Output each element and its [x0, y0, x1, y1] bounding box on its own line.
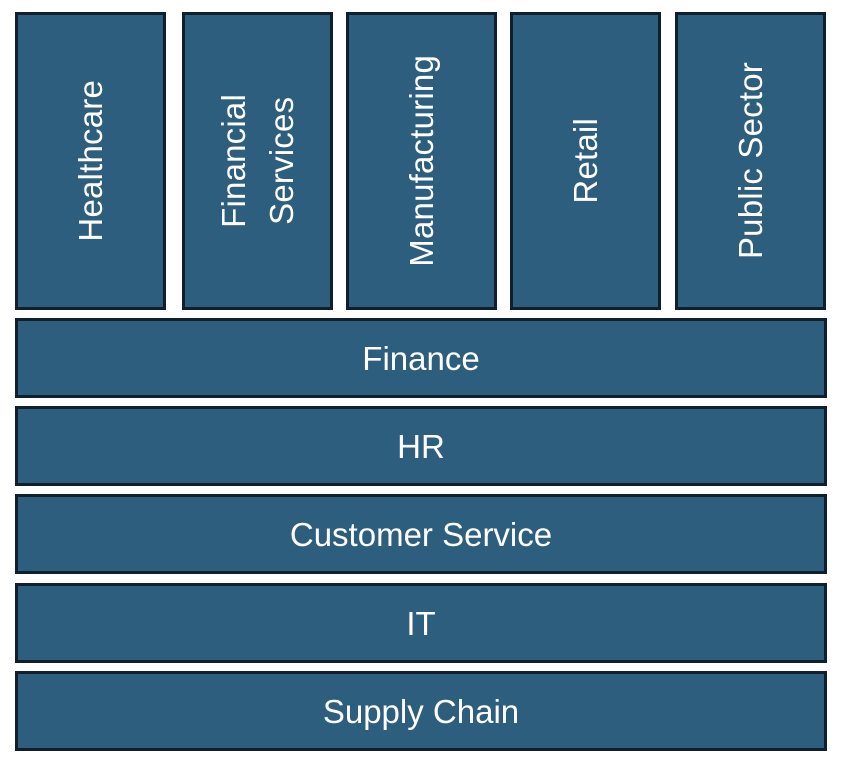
industry-label-retail: Retail [566, 118, 604, 204]
industry-box-manufacturing: Manufacturing [346, 12, 497, 310]
industry-label-healthcare: Healthcare [71, 80, 109, 242]
function-box-supply-chain: Supply Chain [15, 671, 827, 751]
industry-box-financial-services: Financial Services [182, 12, 333, 310]
function-label-supply-chain: Supply Chain [322, 692, 520, 730]
industry-label-financial-services: Financial Services [214, 94, 300, 228]
function-box-it: IT [15, 583, 827, 663]
industry-box-retail: Retail [510, 12, 661, 310]
industry-box-healthcare: Healthcare [15, 12, 166, 310]
industry-label-public-sector: Public Sector [731, 62, 769, 260]
function-box-finance: Finance [15, 318, 827, 398]
industry-label-manufacturing: Manufacturing [402, 55, 440, 267]
industry-box-public-sector: Public Sector [675, 12, 826, 310]
function-label-customer-service: Customer Service [289, 515, 553, 553]
function-label-finance: Finance [362, 339, 480, 377]
function-box-customer-service: Customer Service [15, 494, 827, 574]
function-box-hr: HR [15, 406, 827, 486]
function-label-hr: HR [397, 427, 445, 465]
function-label-it: IT [406, 604, 436, 642]
